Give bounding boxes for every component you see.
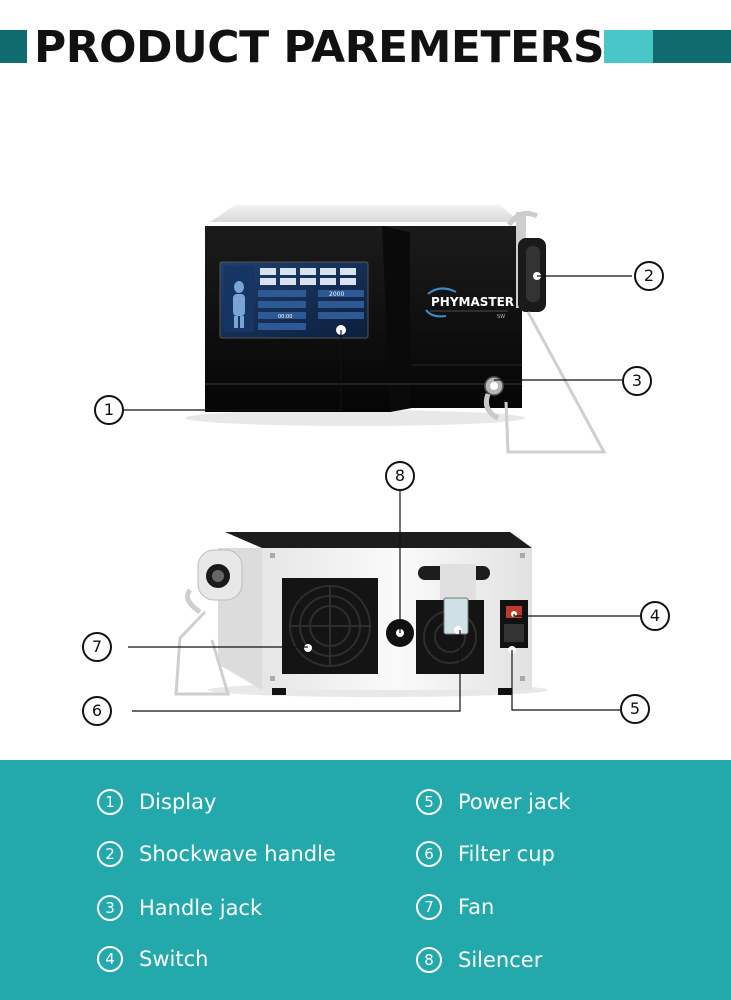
legend-number: 4 bbox=[97, 946, 123, 972]
header-accent-left bbox=[0, 30, 27, 63]
screen-value: 2000 bbox=[329, 291, 344, 298]
legend-number: 7 bbox=[416, 894, 442, 920]
legend-number: 6 bbox=[416, 841, 442, 867]
legend-label: Display bbox=[139, 790, 217, 814]
legend-number: 2 bbox=[97, 841, 123, 867]
header-accent-right-dark bbox=[653, 30, 731, 63]
legend-item-display: 1 Display bbox=[97, 785, 216, 819]
legend-number: 3 bbox=[97, 895, 123, 921]
header-accent-right-light bbox=[604, 30, 653, 63]
callout-8: 8 bbox=[385, 461, 415, 491]
legend-label: Switch bbox=[139, 947, 209, 971]
device-front: 2000 00:00 PHYMASTER SW bbox=[185, 205, 607, 454]
legend-item-switch: 4 Switch bbox=[97, 942, 208, 976]
callout-5: 5 bbox=[620, 694, 650, 724]
callout-3: 3 bbox=[622, 366, 652, 396]
device-back bbox=[174, 532, 548, 697]
callout-1: 1 bbox=[94, 395, 124, 425]
page-title: PRODUCT PAREMETERS bbox=[34, 22, 605, 73]
screen-time: 00:00 bbox=[278, 314, 292, 320]
legend-item-handle-jack: 3 Handle jack bbox=[97, 891, 262, 925]
legend-label: Fan bbox=[458, 895, 495, 919]
legend-number: 1 bbox=[97, 789, 123, 815]
callout-2: 2 bbox=[634, 261, 664, 291]
legend-panel: 1 Display 2 Shockwave handle 3 Handle ja… bbox=[0, 760, 731, 1000]
brand-logo-text: PHYMASTER bbox=[431, 295, 514, 309]
legend-label: Filter cup bbox=[458, 842, 555, 866]
legend-label: Power jack bbox=[458, 790, 571, 814]
legend-item-filter-cup: 6 Filter cup bbox=[416, 837, 555, 871]
legend-item-silencer: 8 Silencer bbox=[416, 943, 542, 977]
legend-number: 8 bbox=[416, 947, 442, 973]
legend-item-fan: 7 Fan bbox=[416, 890, 494, 924]
legend-item-shockwave-handle: 2 Shockwave handle bbox=[97, 837, 336, 871]
callout-4: 4 bbox=[640, 601, 670, 631]
legend-label: Handle jack bbox=[139, 896, 263, 920]
legend-label: Silencer bbox=[458, 948, 543, 972]
leader-lines bbox=[124, 275, 640, 712]
callout-7: 7 bbox=[82, 632, 112, 662]
brand-logo-sub: SW bbox=[497, 314, 505, 320]
legend-label: Shockwave handle bbox=[139, 842, 336, 866]
legend-item-power-jack: 5 Power jack bbox=[416, 785, 571, 819]
device-illustration: 2000 00:00 PHYMASTER SW bbox=[124, 205, 640, 712]
callout-6: 6 bbox=[82, 696, 112, 726]
legend-number: 5 bbox=[416, 789, 442, 815]
